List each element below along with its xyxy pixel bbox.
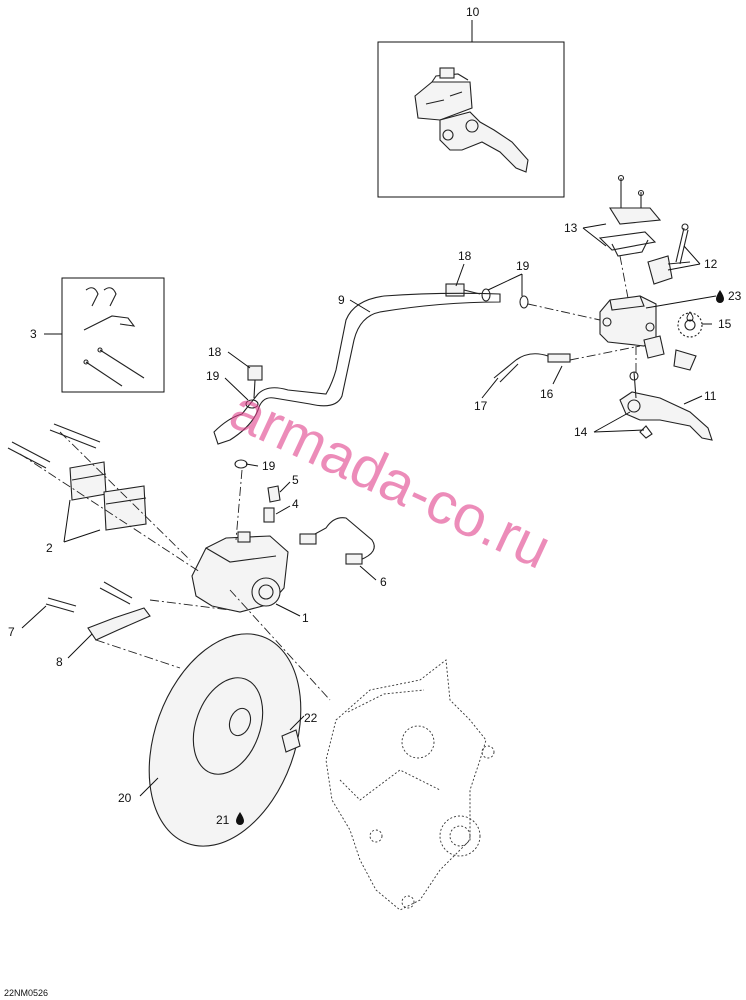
bleeder-screw-drawing — [263, 485, 281, 523]
callout-23: 23 — [728, 289, 742, 303]
clamp-and-screws-drawing — [647, 223, 691, 285]
banjo-bolt-upper-drawing — [445, 283, 529, 309]
callout-2: 2 — [46, 541, 53, 555]
alignment-lines — [19, 255, 641, 701]
callout-11: 11 — [704, 389, 717, 403]
brake-hose-drawing — [213, 292, 501, 445]
callout-18-upper: 18 — [458, 249, 472, 263]
callout-5: 5 — [292, 473, 299, 487]
callout-4: 4 — [292, 497, 299, 511]
reservoir-cover-drawing — [598, 174, 662, 257]
drawing-code: 22NM0526 — [4, 988, 48, 998]
inset-box-master-cylinder — [377, 41, 565, 198]
caliper-line-drawing — [299, 517, 375, 565]
brake-caliper-drawing — [191, 531, 289, 613]
callout-labels: 10 13 12 18 19 9 23 15 3 18 19 16 17 11 … — [8, 5, 742, 827]
callout-9: 9 — [338, 293, 345, 307]
brake-lever-drawing — [619, 371, 713, 441]
banjo-bolt-lower-drawing — [234, 365, 263, 469]
seal-detail-drawing — [677, 312, 703, 338]
callout-17: 17 — [474, 399, 488, 413]
caliper-bracket-drawing — [45, 581, 151, 641]
callout-15: 15 — [718, 317, 732, 331]
inset-box-pad-kit — [61, 277, 165, 393]
brake-pads-drawing — [7, 423, 147, 531]
brake-disc-drawing — [148, 633, 302, 847]
callout-6: 6 — [380, 575, 387, 589]
callout-20: 20 — [118, 791, 132, 805]
key-drawing — [281, 729, 301, 753]
pad-kit-contents-drawing — [83, 287, 145, 387]
master-cylinder-body-drawing — [599, 295, 697, 371]
callout-10: 10 — [466, 5, 480, 19]
callout-19-caliper: 19 — [262, 459, 276, 473]
callout-13: 13 — [564, 221, 578, 235]
oil-drop-icon — [716, 290, 724, 303]
master-cylinder-assembly-drawing — [414, 67, 529, 173]
callout-18-lower: 18 — [208, 345, 222, 359]
callout-19-upper: 19 — [516, 259, 530, 273]
callout-19-lower: 19 — [206, 369, 220, 383]
callout-8: 8 — [56, 655, 63, 669]
oil-drop-icon — [236, 812, 244, 825]
callout-16: 16 — [540, 387, 554, 401]
callout-21: 21 — [216, 813, 230, 827]
callout-1: 1 — [302, 611, 309, 625]
callout-14: 14 — [574, 425, 588, 439]
chaincase-housing-drawing — [325, 659, 495, 911]
brake-light-switch-drawing — [493, 353, 571, 383]
callout-22: 22 — [304, 711, 318, 725]
callout-12: 12 — [704, 257, 718, 271]
callout-3: 3 — [30, 327, 37, 341]
leader-lines — [21, 20, 717, 797]
callout-7: 7 — [8, 625, 15, 639]
seal-drop-icon — [686, 311, 694, 322]
